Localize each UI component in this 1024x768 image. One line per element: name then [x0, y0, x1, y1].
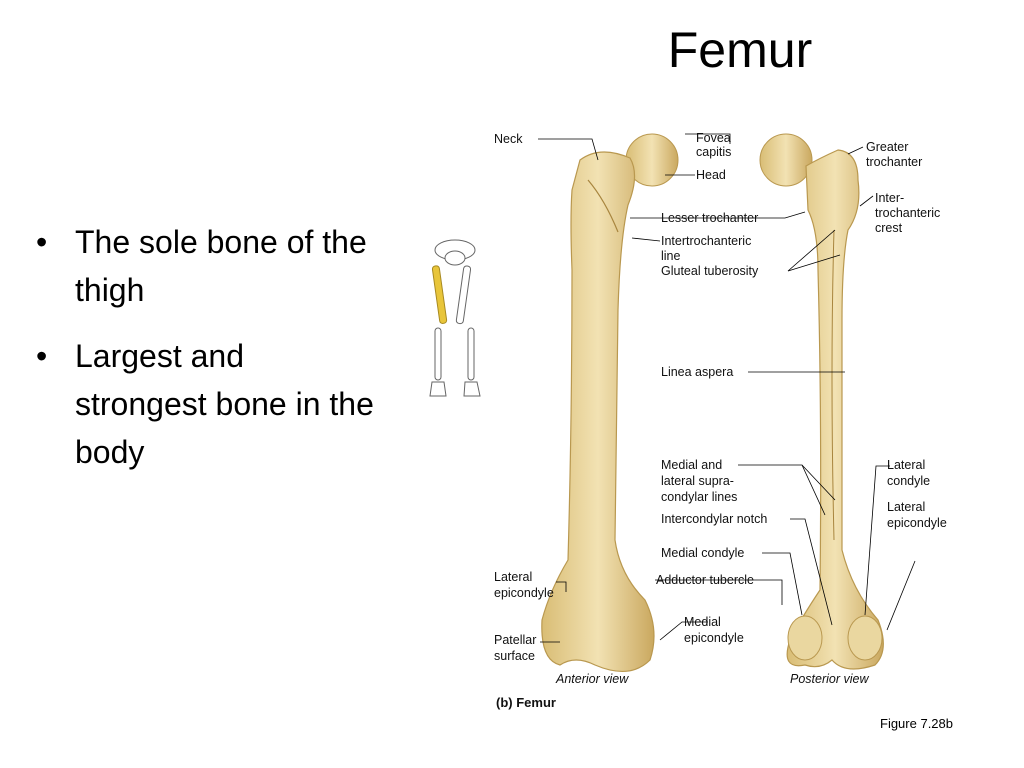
- label-gluteal-tuberosity: Gluteal tuberosity: [661, 264, 759, 278]
- skeleton-thumbnail-icon: [429, 239, 481, 397]
- bullet-dot-icon: •: [36, 338, 48, 374]
- label-adductor-tubercle: Adductor tubercle: [656, 573, 754, 587]
- anterior-femur: [541, 133, 679, 672]
- bullet-dot-icon: •: [36, 224, 48, 260]
- posterior-femur: [759, 133, 884, 670]
- label-head: Head: [696, 168, 726, 182]
- label-intercondylar-notch: Intercondylar notch: [661, 512, 767, 526]
- label-lesser-trochanter: Lesser trochanter: [661, 211, 758, 225]
- bullet-list: • The sole bone of the thigh • Largest and…: [30, 218, 375, 494]
- label-anterior-view: Anterior view: [555, 672, 629, 686]
- bullet-item: • The sole bone of the thigh: [30, 218, 375, 314]
- slide-title: Femur: [667, 22, 813, 78]
- bullet-item: • Largest and strongest bone in the body: [30, 332, 375, 476]
- label-linea-aspera: Linea aspera: [661, 365, 733, 379]
- label-neck: Neck: [494, 132, 523, 146]
- label-posterior-view: Posterior view: [790, 672, 869, 686]
- bullet-text: The sole bone of the thigh: [75, 224, 367, 308]
- figure-reference: Figure 7.28b: [880, 716, 953, 731]
- label-medial-condyle: Medial condyle: [661, 546, 744, 560]
- bullet-text: Largest and strongest bone in the body: [75, 338, 374, 470]
- figure-caption: (b) Femur: [496, 695, 556, 710]
